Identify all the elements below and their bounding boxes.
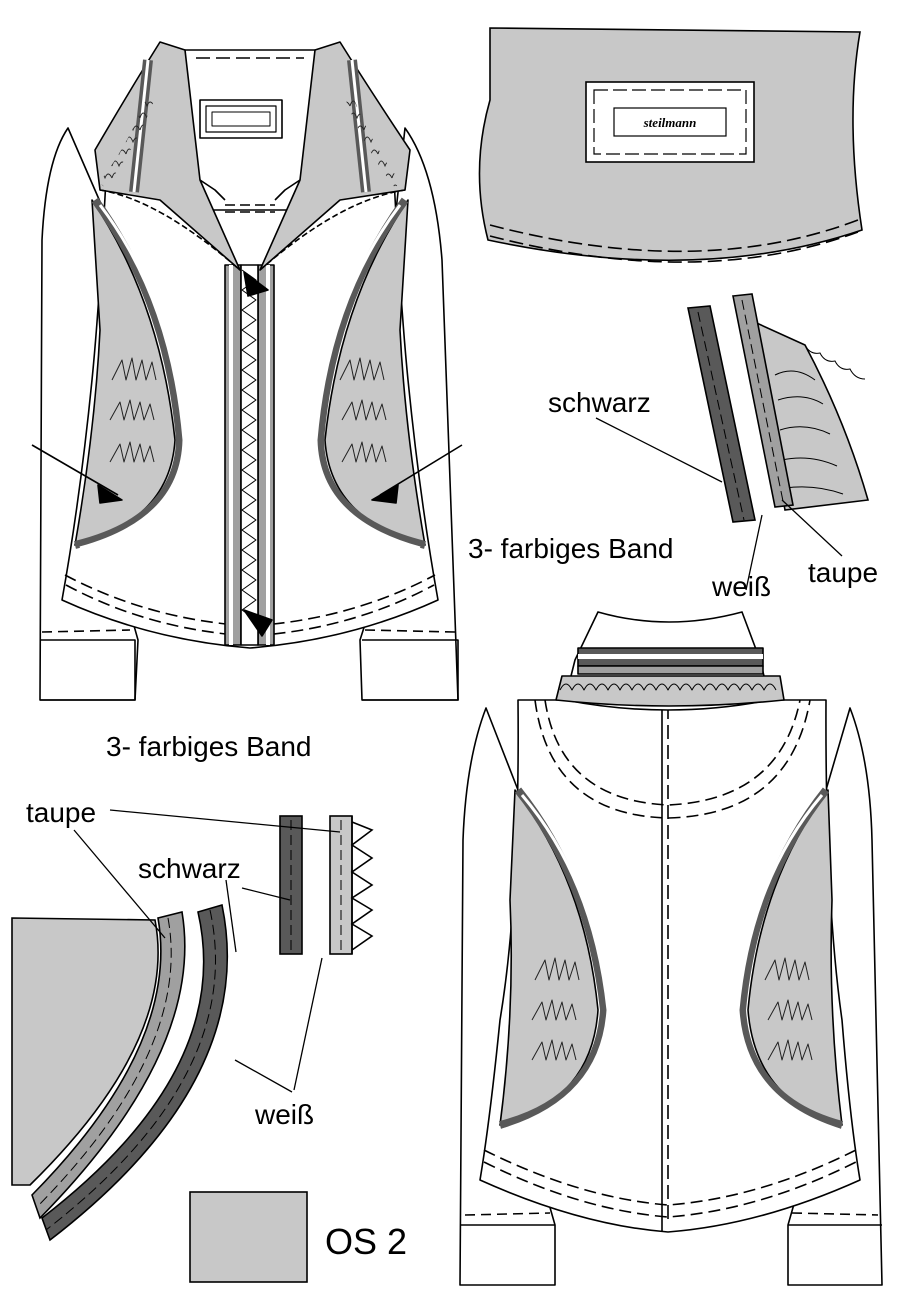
- label-band-left: 3- farbiges Band: [106, 731, 311, 762]
- label-taupe-top: taupe: [808, 557, 878, 588]
- label-schwarz-top: schwarz: [548, 387, 651, 418]
- front-jacket-drawing: [31, 41, 463, 701]
- label-schwarz-bottom: schwarz: [138, 853, 241, 884]
- band-detail-top: [595, 293, 870, 591]
- label-os2: OS 2: [325, 1221, 407, 1262]
- brand-label-text: steilmann: [643, 115, 697, 130]
- label-band-top-right: 3- farbiges Band: [468, 533, 673, 564]
- label-weiss-top: weiß: [711, 571, 771, 602]
- label-taupe-bottom: taupe: [26, 797, 96, 828]
- os2-color-swatch: [189, 1191, 308, 1283]
- curve-fabric-piece: [11, 917, 159, 1186]
- label-weiss-bottom: weiß: [254, 1099, 314, 1130]
- band-detail-bottom: [11, 809, 374, 1283]
- label-patch-detail: [478, 27, 863, 263]
- back-jacket-drawing: [459, 611, 883, 1286]
- back-body: [479, 699, 861, 1233]
